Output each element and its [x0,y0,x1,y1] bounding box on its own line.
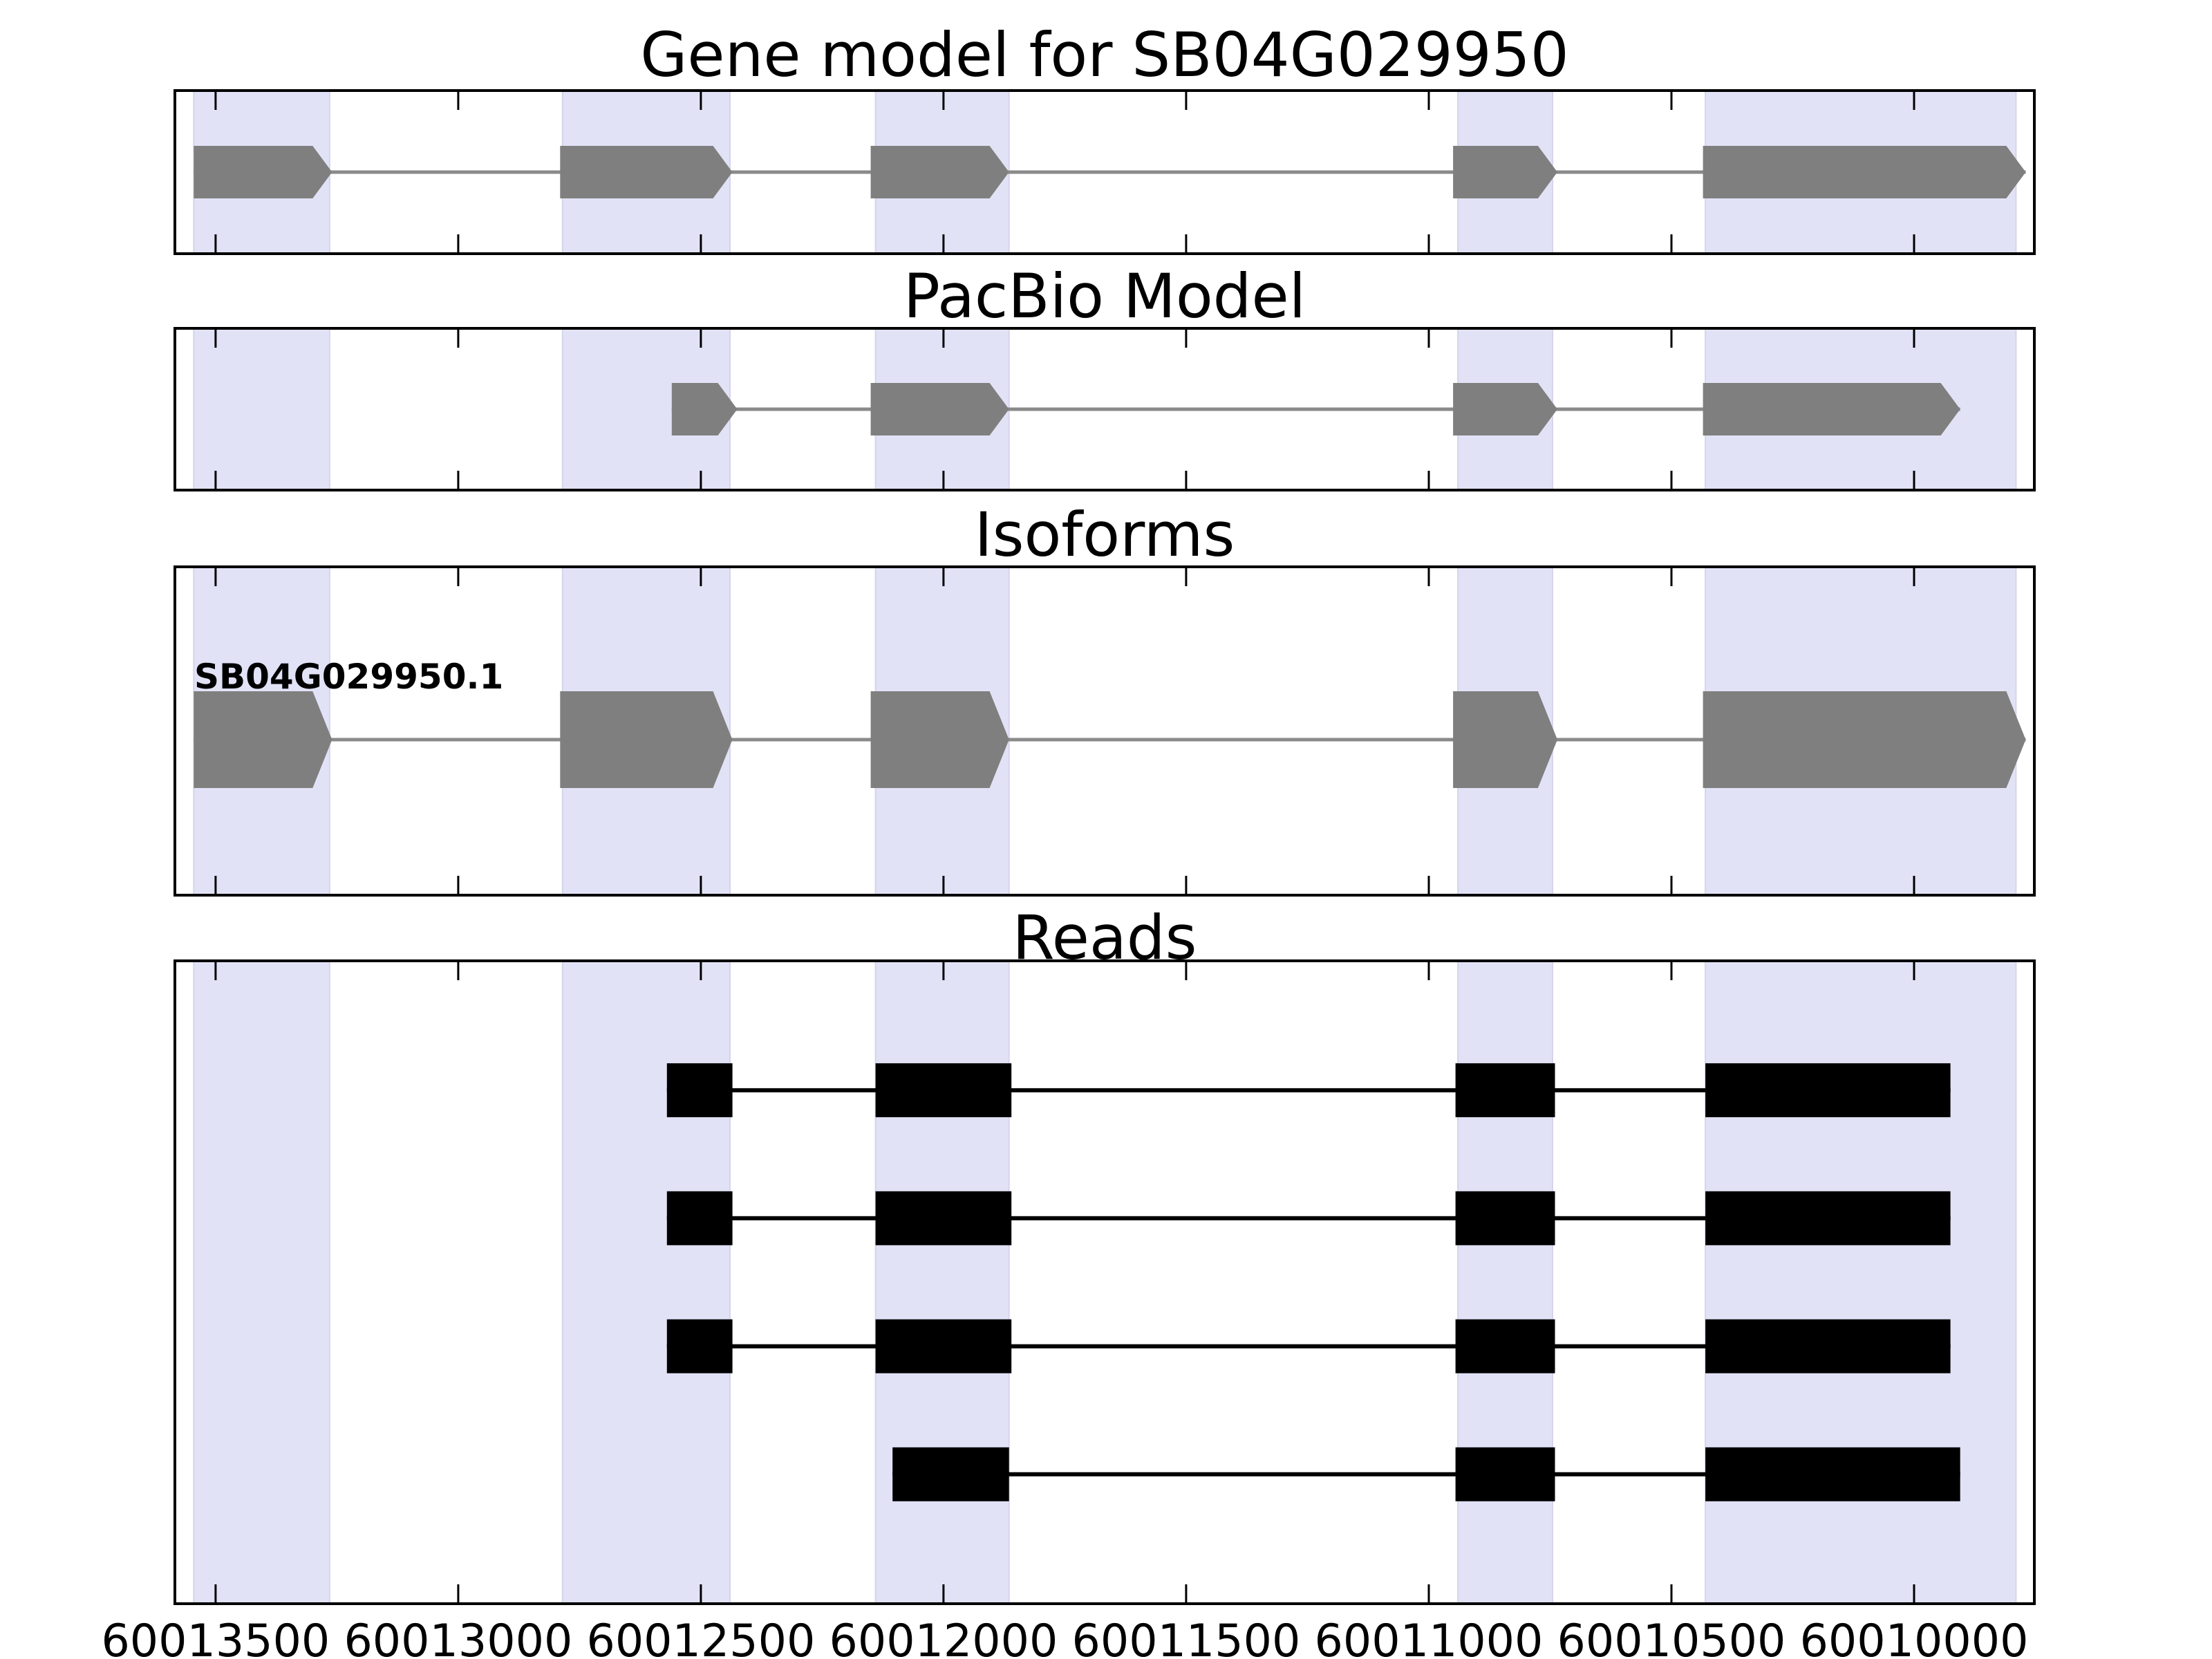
x-tick-label: 60013000 [344,1615,573,1659]
exon [1703,383,1960,435]
exon [560,146,733,198]
panel-title-isoforms: Isoforms [974,499,1235,570]
x-tick-label: 60012000 [829,1615,1058,1659]
panel-reads [174,959,2036,1605]
exon [1705,1319,1951,1374]
exon [1453,383,1557,435]
highlight-band [1457,962,1553,1602]
exon [875,1319,1012,1374]
exon [870,691,1009,788]
exon [1705,1447,1960,1501]
exon [1455,1319,1555,1374]
exon [1455,1191,1555,1246]
highlight-band [874,962,1010,1602]
x-tick-label: 60012500 [586,1615,816,1659]
panel-pacbio-model [174,327,2036,491]
panel-isoforms [174,565,2036,897]
panel-title-pacbio-model: PacBio Model [903,261,1306,332]
exon [1453,691,1557,788]
exon [194,146,332,198]
exon [671,383,738,435]
panel-svg-isoforms [193,568,2026,894]
exon [892,1447,1009,1501]
exon [1703,691,2026,788]
exon [194,691,332,788]
highlight-band [193,962,330,1602]
exon [1455,1063,1555,1118]
panel-svg-gene-model [193,92,2026,252]
x-tick-label: 60011000 [1314,1615,1544,1659]
highlight-band [1705,962,2017,1602]
highlight-band [193,330,330,489]
exon [1455,1447,1555,1501]
exon [1703,146,2026,198]
exon [666,1063,733,1118]
exon [666,1319,733,1374]
panel-svg-pacbio-model [193,330,2017,489]
x-tick-label: 60010000 [1799,1615,2029,1659]
exon [1705,1191,1951,1246]
highlight-band [561,962,731,1602]
panel-svg-reads [193,962,2017,1602]
exon [870,146,1009,198]
exon [875,1063,1012,1118]
exon [666,1191,733,1246]
exon [1705,1063,1951,1118]
exon [560,691,733,788]
panel-title-gene-model: Gene model for SB04G029950 [640,19,1569,91]
isoform-label: SB04G029950.1 [194,657,504,697]
exon [870,383,1009,435]
exon [875,1191,1012,1246]
x-tick-label: 60013500 [101,1615,330,1659]
panel-gene-model [174,89,2036,255]
panel-title-reads: Reads [1012,902,1197,973]
x-tick-label: 60010500 [1557,1615,1786,1659]
x-tick-label: 60011500 [1071,1615,1301,1659]
exon [1453,146,1557,198]
